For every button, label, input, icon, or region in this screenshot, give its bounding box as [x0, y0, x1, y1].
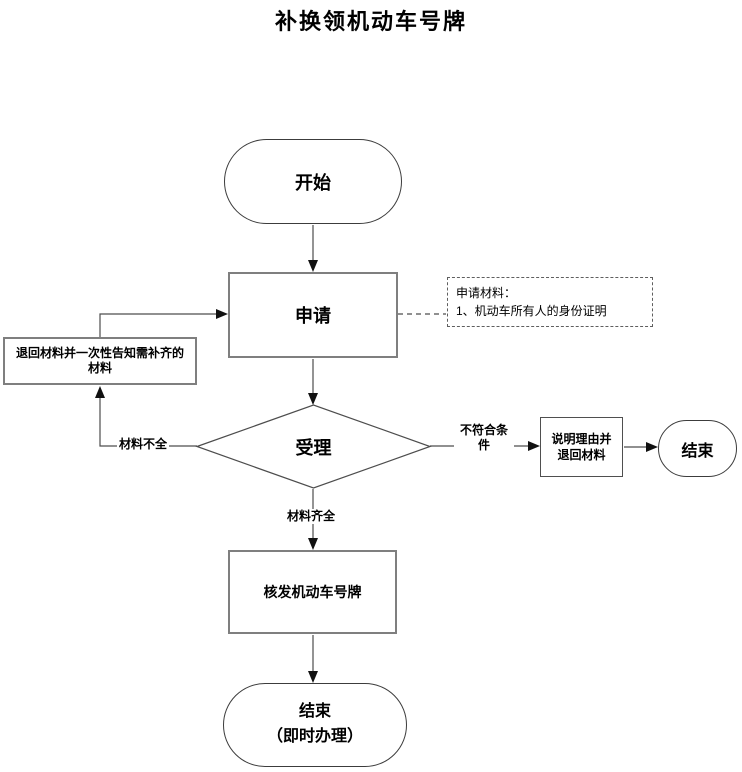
edge-label-not-qualified-line-2: 件	[477, 438, 490, 452]
explain-reason-line-1: 说明理由并	[551, 431, 612, 446]
note-application-materials: 申请材料： 1、机动车所有人的身份证明	[447, 277, 653, 327]
edge-label-materials-complete: 材料齐全	[285, 509, 338, 524]
explain-reason-line-2: 退回材料	[557, 448, 606, 462]
node-apply-label: 申请	[295, 306, 331, 326]
node-end-final: 结束 （即时办理）	[223, 683, 407, 767]
note-line-1: 申请材料：	[456, 286, 517, 300]
node-accept-label: 受理	[295, 437, 332, 458]
node-start: 开始	[224, 139, 402, 224]
node-start-label: 开始	[295, 172, 331, 193]
node-end-right: 结束	[658, 420, 737, 477]
node-accept-decision: 受理	[253, 434, 374, 459]
edge-label-materials-incomplete: 材料不全	[117, 437, 170, 452]
return-materials-line-2: 材料	[87, 361, 112, 375]
node-issue-plate-label: 核发机动车号牌	[263, 584, 362, 600]
node-return-materials: 退回材料并一次性告知需补齐的 材料	[3, 337, 197, 385]
edge-label-not-qualified-line-1: 不符合条	[459, 423, 508, 437]
edge-return-to-apply	[99, 309, 228, 337]
edge-label-materials-incomplete-text: 材料不全	[119, 437, 168, 451]
decision-diamond-shape	[195, 404, 432, 489]
note-line-2: 1、机动车所有人的身份证明	[456, 304, 607, 318]
end-final-line-1: 结束	[298, 703, 331, 721]
end-final-line-2: （即时办理）	[266, 728, 363, 745]
node-issue-plate: 核发机动车号牌	[228, 550, 397, 634]
edge-label-not-qualified: 不符合条 件	[454, 423, 514, 453]
edge-label-materials-complete-text: 材料齐全	[287, 509, 336, 523]
node-explain-reason: 说明理由并 退回材料	[540, 417, 623, 477]
node-end-right-label: 结束	[681, 442, 714, 460]
page-title: 补换领机动车号牌	[274, 9, 467, 34]
node-apply: 申请	[228, 272, 398, 358]
return-materials-line-1: 退回材料并一次性告知需补齐的	[15, 346, 184, 360]
